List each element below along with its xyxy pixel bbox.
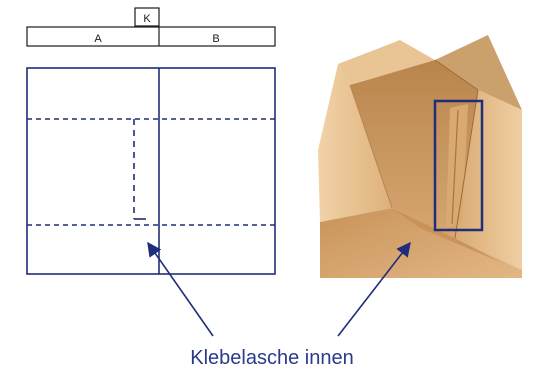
arrow-to-photo [337, 241, 411, 337]
arrow-to-diagram [147, 241, 214, 337]
flap-k-label: K [143, 13, 151, 25]
flap-k-box [134, 7, 160, 27]
caption-label: Klebelasche innen [190, 347, 353, 369]
panel-a-label: A [94, 33, 102, 45]
box-photo [318, 35, 522, 278]
flat-layout-drawing: K A B [26, 7, 276, 275]
top-strip [26, 26, 276, 47]
glue-flap-highlight-box [433, 99, 484, 232]
panel-b-label: B [212, 33, 219, 45]
blank-outline [26, 67, 276, 275]
